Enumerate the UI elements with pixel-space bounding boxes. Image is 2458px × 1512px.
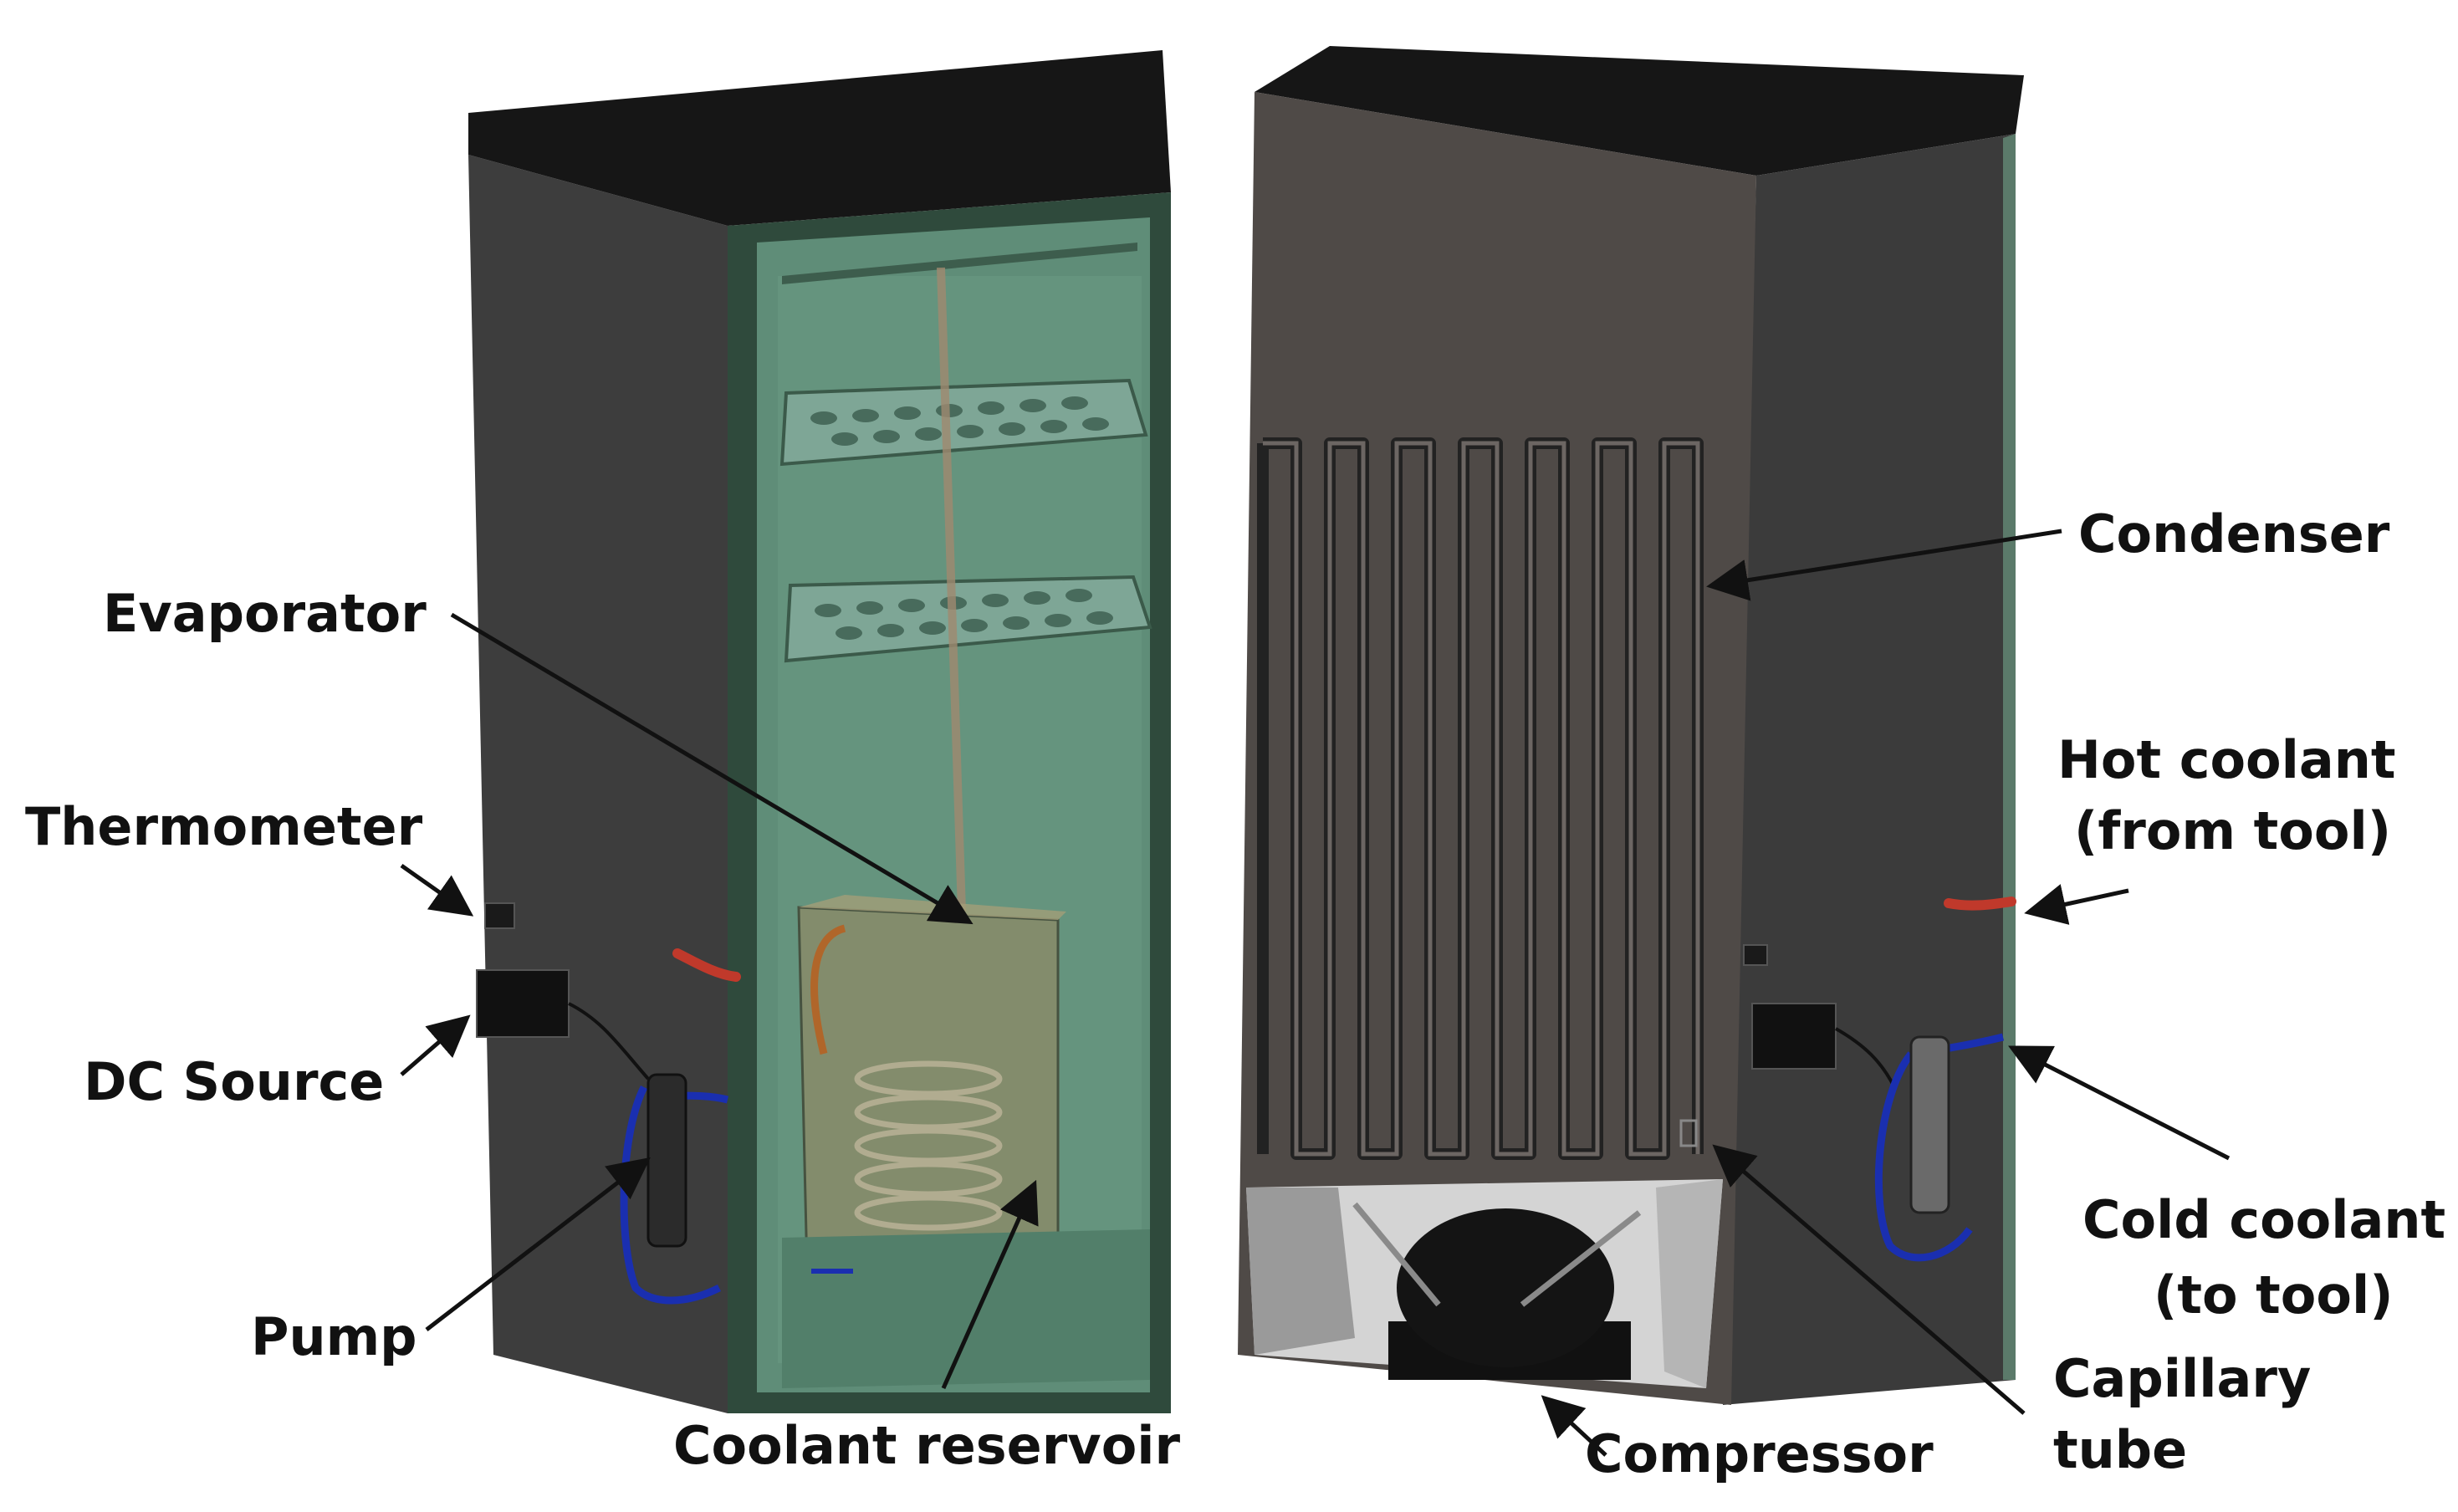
left-cabinet-top: [468, 50, 1171, 226]
label-hot-coolant-line2: (from tool): [2074, 800, 2391, 861]
hot-coolant-leader: [2024, 884, 2129, 925]
dc-source-leader: [400, 1014, 471, 1076]
left-hot-hose: [672, 948, 741, 982]
cold-coolant-leader: [2008, 1045, 2231, 1161]
condenser-leader: [1706, 529, 2062, 601]
pump-leader: [425, 1157, 651, 1331]
left-dc-source: [476, 969, 570, 1038]
capillary-tube-leader: [1712, 1144, 2026, 1415]
right-dc-source: [1751, 1003, 1837, 1070]
label-pump: Pump: [251, 1306, 417, 1367]
left-cabinet-side: [468, 155, 728, 1413]
label-cold-coolant-line1: Cold coolant: [2082, 1189, 2445, 1250]
right-cabinet-top: [1255, 46, 2024, 176]
left-shelf-lower: [784, 575, 1152, 663]
left-refrigerator: [468, 50, 1171, 1413]
right-cabinet-side: [1723, 134, 2016, 1405]
thermometer-leader: [400, 863, 474, 917]
label-condenser: Condenser: [2078, 503, 2390, 564]
compressor: [1352, 1202, 1642, 1380]
label-cold-coolant-line2: (to tool): [2154, 1264, 2394, 1326]
label-hot-coolant-line1: Hot coolant: [2057, 729, 2396, 790]
label-capillary-line1: Capillary: [2053, 1348, 2311, 1409]
left-thermometer: [484, 902, 515, 929]
right-refrigerator: [1238, 46, 2024, 1405]
label-coolant-reservoir: Coolant reservoir: [673, 1415, 1181, 1476]
label-evaporator: Evaporator: [103, 583, 427, 644]
left-shelf-upper: [779, 378, 1148, 467]
coolant-reservoir-leader: [941, 1179, 1039, 1390]
right-hot-hose: [1944, 896, 2016, 911]
right-thermometer: [1743, 944, 1768, 966]
evaporator-leader: [450, 612, 973, 925]
label-thermometer: Thermometer: [25, 796, 423, 857]
label-dc-source: DC Source: [84, 1051, 384, 1112]
label-compressor: Compressor: [1585, 1423, 1934, 1484]
compressor-leader: [1541, 1395, 1607, 1457]
right-pump: [1874, 1033, 2005, 1262]
label-capillary-line2: tube: [2053, 1419, 2187, 1480]
coolant-reservoir: [797, 895, 1066, 1273]
leader-lines: [400, 529, 2231, 1457]
